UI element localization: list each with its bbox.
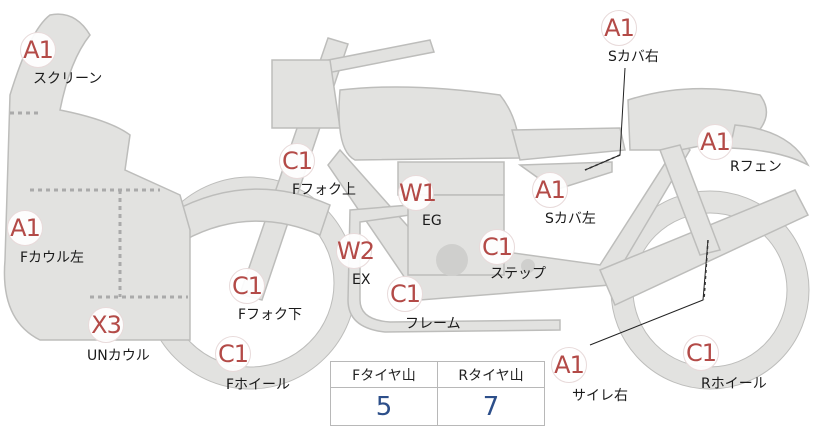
part-label-ex: EX (352, 272, 371, 288)
rear-fender (729, 124, 810, 167)
part-code-ex: W2 (336, 233, 375, 269)
part-label-muffler: サイレ右 (572, 388, 628, 404)
part-label-scover-r: Sカバ右 (608, 49, 659, 65)
part-code-fcowl-l: A1 (7, 210, 43, 246)
part-code-scover-l: A1 (532, 172, 568, 208)
part-code-ffork-up: C1 (279, 143, 315, 179)
part-code-step: C1 (479, 229, 515, 265)
part-code-screen: A1 (20, 32, 56, 68)
part-code-scover-r: A1 (601, 10, 637, 46)
part-label-screen: スクリーン (33, 71, 103, 87)
part-label-rwheel: Rホイール (701, 376, 767, 392)
part-label-un-cowl: UNカウル (87, 348, 150, 364)
part-code-rfender: A1 (697, 124, 733, 160)
fuel-tank (338, 86, 521, 161)
part-code-muffler: A1 (551, 347, 587, 383)
part-label-frame: フレーム (405, 316, 461, 332)
rear-tire-header: Rタイヤ山 (437, 361, 545, 388)
part-label-ffork-up: Fフォク上 (292, 182, 357, 198)
part-code-fwheel: C1 (215, 336, 251, 372)
front-tire-header: Fタイヤ山 (330, 361, 438, 388)
part-label-fwheel: Fホイール (226, 377, 291, 393)
part-code-frame: C1 (387, 276, 423, 312)
part-label-step: ステップ (490, 266, 546, 282)
part-label-rfender: Rフェン (730, 159, 782, 175)
rear-tire-value: 7 (437, 387, 545, 426)
part-code-ffork-lo: C1 (229, 268, 265, 304)
tire-tread-table: Fタイヤ山 Rタイヤ山 5 7 (330, 361, 545, 426)
front-tire-value: 5 (330, 387, 438, 426)
part-code-eg: W1 (398, 175, 437, 211)
part-code-rwheel: C1 (683, 335, 719, 371)
part-label-eg: EG (422, 213, 442, 229)
part-label-ffork-lo: Fフォク下 (238, 307, 303, 323)
part-label-fcowl-l: Fカウル左 (20, 250, 85, 266)
front-cowl (3, 13, 191, 341)
part-code-un-cowl: X3 (88, 307, 124, 343)
part-label-scover-l: Sカバ左 (545, 211, 596, 227)
